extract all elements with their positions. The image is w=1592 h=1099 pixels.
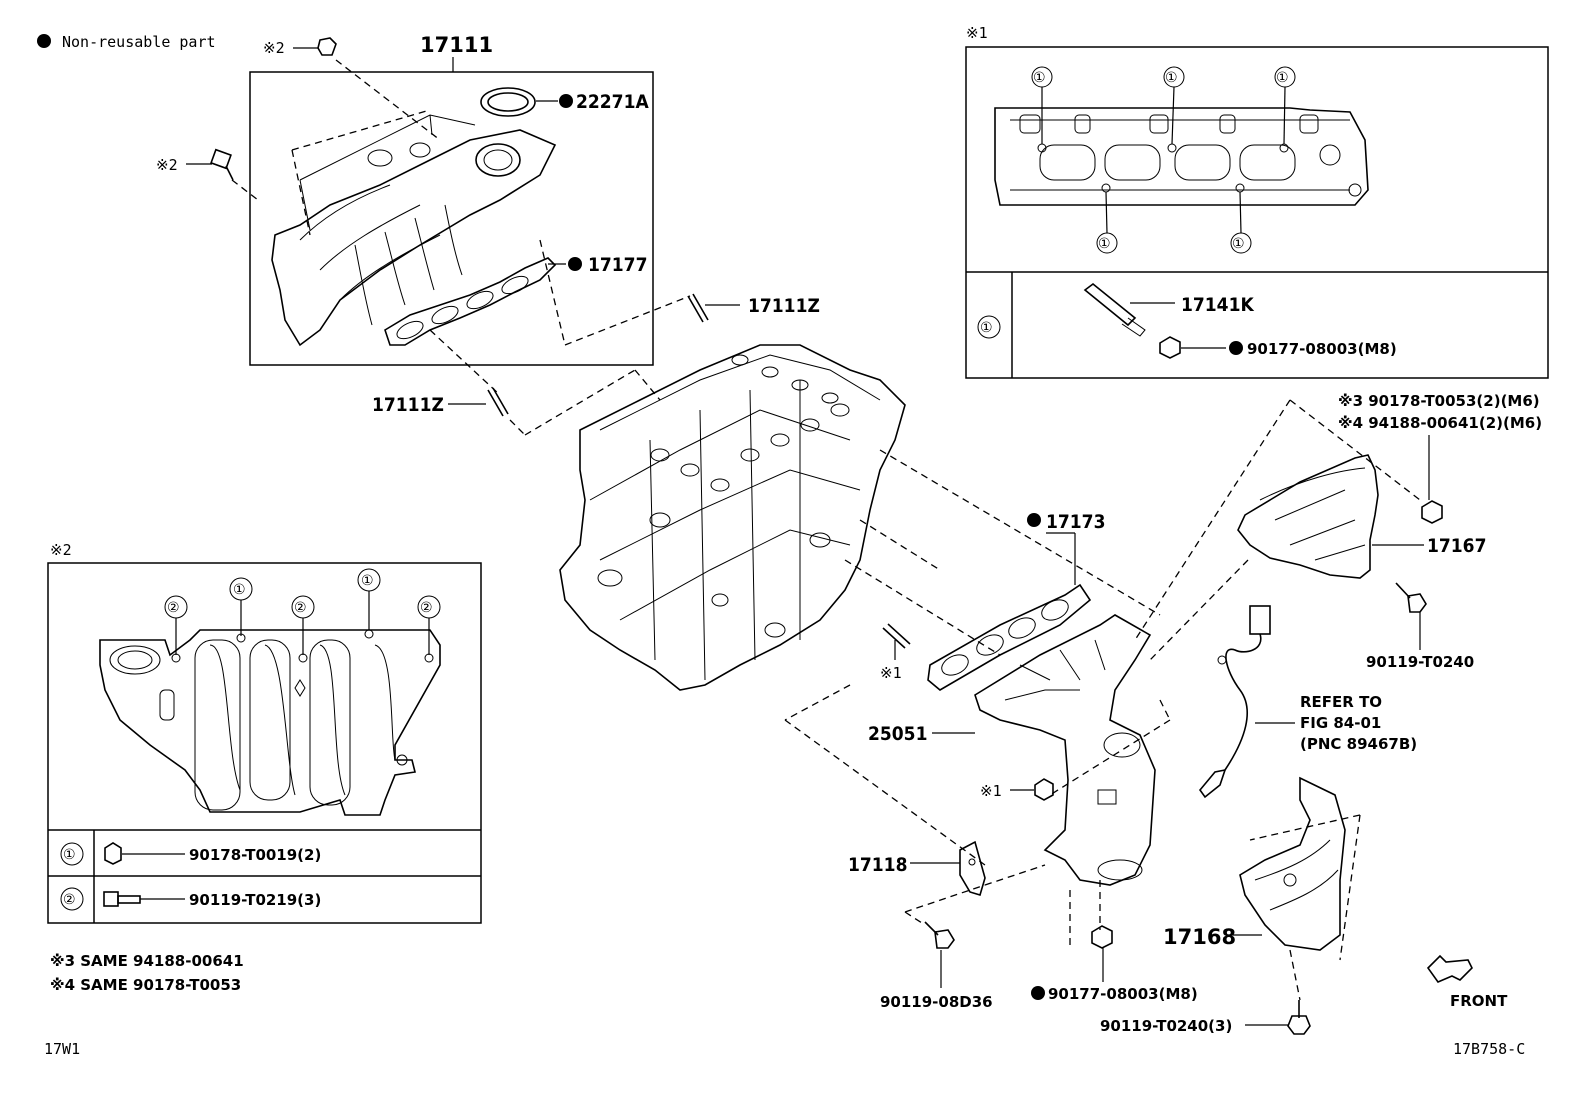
bolt-icon [103, 891, 141, 907]
ref-box-1-circle: ① [1098, 236, 1111, 252]
intake-gasket-label[interactable]: 17177 [588, 254, 647, 276]
exhaust-nut-ref: ※1 [980, 782, 1002, 800]
cylinder-head-face-drawing [994, 107, 1369, 206]
non-reusable-dot-icon [568, 257, 582, 271]
bolt-icon [924, 921, 955, 949]
ref-box-1-stud-label[interactable]: 17141K [1181, 294, 1254, 316]
heat-insulator-note-4: ※4 94188-00641(2)(M6) [1338, 414, 1542, 432]
intake-manifold-label[interactable]: 17111 [420, 33, 493, 57]
refer-line-3: (PNC 89467B) [1300, 735, 1417, 753]
stud-left-label[interactable]: 17111Z [372, 394, 444, 416]
front-arrow-icon [1426, 954, 1473, 983]
ref-box-2-circle: ② [167, 600, 180, 616]
same-part-note-3: ※3 SAME 94188-00641 [50, 952, 244, 970]
ref-box-2 [47, 562, 482, 924]
ref-note-2-left: ※2 [156, 156, 178, 174]
non-reusable-dot-icon [559, 94, 573, 108]
heat-insulator-upper-bolt-label[interactable]: 90119-T0240 [1366, 653, 1474, 671]
stud-icon [687, 293, 709, 323]
ref-box-1-circle: ① [1232, 236, 1245, 252]
bracket-label[interactable]: 17118 [848, 854, 907, 876]
non-reusable-dot-icon [1229, 341, 1243, 355]
heat-insulator-lower-label[interactable]: 17168 [1163, 925, 1236, 949]
footer-right-code: 17B758-C [1453, 1040, 1525, 1058]
heat-insulator-upper-drawing [1237, 454, 1379, 579]
footer-left-code: 17W1 [44, 1040, 80, 1058]
intake-manifold-box [249, 71, 654, 366]
bolt-icon [210, 148, 234, 181]
ref-box-2-circle: ① [361, 573, 374, 589]
ref-box-1 [965, 46, 1549, 379]
nut-icon [104, 842, 122, 865]
throttle-gasket-label[interactable]: 22271A [576, 91, 649, 113]
exhaust-gasket-drawing [927, 583, 1092, 691]
heat-insulator-lower-bolt-label[interactable]: 90119-T0240(3) [1100, 1017, 1232, 1035]
non-reusable-dot-icon [1027, 513, 1041, 527]
ref-box-1-title: ※1 [966, 24, 988, 42]
ref-box-1-circle: ① [1165, 70, 1178, 86]
bolt-icon [317, 37, 337, 56]
bracket-drawing [959, 840, 986, 896]
exhaust-nut-label[interactable]: 90177-08003(M8) [1048, 985, 1198, 1003]
nut-icon [1034, 778, 1054, 801]
non-reusable-dot-icon [37, 34, 51, 48]
ref-box-2-row-part[interactable]: 90119-T0219(3) [189, 891, 321, 909]
ref-box-2-row-index: ① [63, 847, 76, 863]
stud-icon [487, 387, 509, 417]
exhaust-stud-ref: ※1 [880, 664, 902, 682]
refer-line-2[interactable]: FIG 84-01 [1300, 714, 1381, 732]
stud-top-label[interactable]: 17111Z [748, 295, 820, 317]
ref-box-2-row-index: ② [63, 892, 76, 908]
nut-icon [1159, 336, 1181, 359]
legend-non-reusable: Non-reusable part [62, 33, 216, 51]
same-part-note-4: ※4 SAME 90178-T0053 [50, 976, 241, 994]
intake-gasket-drawing [384, 257, 557, 346]
ref-box-2-row-part[interactable]: 90178-T0019(2) [189, 846, 321, 864]
engine-block-drawing [559, 344, 906, 691]
ref-box-1-circle: ① [1033, 70, 1046, 86]
ref-box-1-nut-label[interactable]: 90177-08003(M8) [1247, 340, 1397, 358]
exhaust-manifold-drawing [974, 614, 1156, 886]
throttle-gasket-icon [480, 87, 536, 117]
bolt-icon [1395, 582, 1427, 613]
ref-note-2-top: ※2 [263, 39, 285, 57]
heat-insulator-upper-label[interactable]: 17167 [1427, 535, 1486, 557]
bracket-bolt-label[interactable]: 90119-08D36 [880, 993, 993, 1011]
exhaust-manifold-label[interactable]: 25051 [868, 723, 927, 745]
ref-box-2-circle: ① [233, 582, 246, 598]
heat-insulator-note-3: ※3 90178-T0053(2)(M6) [1338, 392, 1540, 410]
bolt-icon [1287, 1000, 1311, 1035]
oxygen-sensor-drawing [1198, 605, 1271, 799]
ref-box-2-circle: ② [420, 600, 433, 616]
front-label: FRONT [1450, 992, 1508, 1010]
intake-manifold-flange-drawing [99, 629, 441, 816]
nut-icon [1421, 500, 1443, 524]
nut-icon [1091, 925, 1113, 949]
ref-box-1-row-index: ① [980, 320, 993, 336]
heat-insulator-lower-drawing [1239, 776, 1346, 951]
stud-icon [882, 623, 911, 649]
ref-box-2-title: ※2 [50, 541, 72, 559]
ref-box-1-circle: ① [1276, 70, 1289, 86]
ref-box-2-circle: ② [294, 600, 307, 616]
refer-line-1: REFER TO [1300, 693, 1382, 711]
stud-icon [1083, 282, 1146, 337]
non-reusable-dot-icon [1031, 986, 1045, 1000]
intake-manifold-drawing [271, 114, 557, 347]
exhaust-gasket-label[interactable]: 17173 [1046, 511, 1105, 533]
